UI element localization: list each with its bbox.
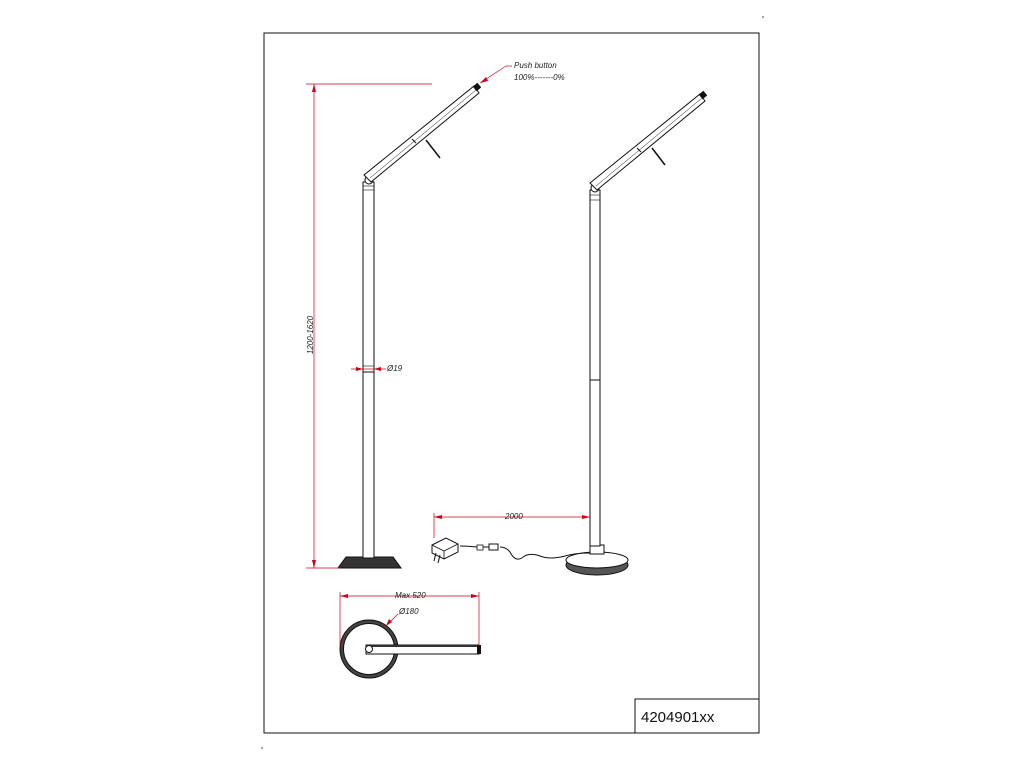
dimmer-range-label: 100%-------0% [514, 73, 565, 82]
push-button-lever [425, 139, 441, 159]
push-button-label: Push button [514, 61, 557, 70]
lamp-arm-right [589, 93, 706, 191]
cable-length-label: 2000 [504, 512, 523, 521]
drawing-frame [263, 32, 760, 734]
lamp-side-view-dimensioned: 1200-1620 Ø19 Push button 100%-------0% [306, 61, 565, 569]
corner-mark-top-right [762, 16, 764, 18]
max-width-label: Max.520 [395, 591, 426, 600]
lamp-top-view: Max.520 Ø180 [339, 591, 481, 679]
model-number: 4204901xx [641, 709, 715, 726]
corner-mark-bottom-left [261, 747, 263, 749]
base-diameter-label: Ø180 [398, 607, 419, 616]
lamp-pole-right [589, 189, 601, 547]
model-number-box [634, 698, 760, 734]
height-dimension-label: 1200-1620 [306, 315, 315, 354]
lamp-pole [362, 181, 375, 559]
pole-diameter-label: Ø19 [386, 364, 403, 373]
power-adapter [431, 537, 459, 560]
lamp-side-view-cable: 2000 [431, 90, 708, 576]
inline-connector [488, 543, 499, 551]
power-cable [499, 546, 591, 560]
lamp-arm [363, 85, 480, 183]
lamp-base [337, 556, 402, 569]
lamp-head-tip [472, 82, 482, 92]
